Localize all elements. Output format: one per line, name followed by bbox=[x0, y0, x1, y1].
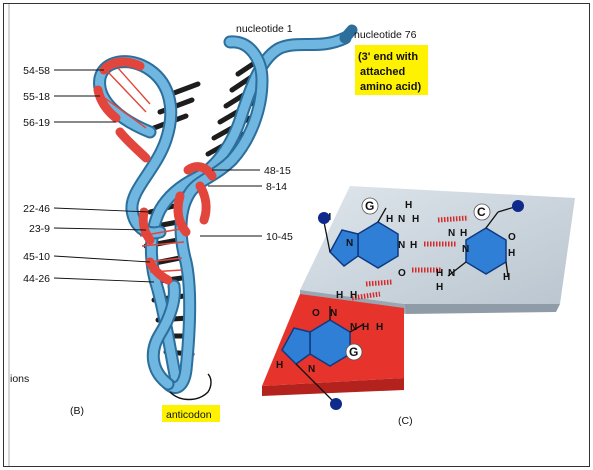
margin-text-fragment: ions bbox=[10, 373, 29, 385]
pair-label-55-18: 55-18 bbox=[23, 91, 50, 103]
pair-label-8-14: 8-14 bbox=[266, 181, 287, 193]
pair-label-44-26: 44-26 bbox=[23, 273, 50, 285]
svg-text:H: H bbox=[412, 214, 419, 225]
svg-text:N: N bbox=[398, 214, 405, 225]
pair-label-54-58: 54-58 bbox=[23, 65, 50, 77]
bond-lines bbox=[295, 205, 519, 403]
sugar-atom-top-right bbox=[512, 200, 524, 212]
pair-label-45-10: 45-10 bbox=[23, 251, 50, 263]
svg-text:N: N bbox=[448, 228, 455, 239]
tertiary-links bbox=[101, 67, 187, 273]
anticodon-label: anticodon bbox=[166, 409, 212, 421]
svg-text:H: H bbox=[386, 214, 393, 225]
pair-label-56-19: 56-19 bbox=[23, 117, 50, 129]
amino-acid-note-line3: amino acid) bbox=[360, 81, 421, 93]
base-triple: H N H H N H N O N H H N H N H H O H H H … bbox=[262, 186, 575, 410]
pair-label-22-46: 22-46 bbox=[23, 203, 50, 215]
svg-text:H: H bbox=[503, 272, 510, 283]
svg-text:H: H bbox=[362, 322, 369, 333]
svg-text:H: H bbox=[276, 360, 283, 371]
svg-text:N: N bbox=[398, 240, 405, 251]
pair-label-23-9: 23-9 bbox=[29, 223, 50, 235]
svg-text:H: H bbox=[436, 282, 443, 293]
sugar-atom-top-left bbox=[318, 212, 330, 224]
svg-text:N: N bbox=[308, 364, 315, 375]
pair-label-48-15: 48-15 bbox=[264, 165, 291, 177]
svg-text:H: H bbox=[405, 200, 412, 211]
svg-text:H: H bbox=[350, 290, 357, 301]
guanine-top bbox=[329, 221, 399, 269]
label-nucleotide-76: nucleotide 76 bbox=[354, 29, 417, 41]
pair-label-10-45: 10-45 bbox=[266, 231, 293, 243]
trna-structure bbox=[93, 24, 358, 401]
amino-acid-note-line1: (3' end with bbox=[358, 51, 418, 63]
svg-text:N: N bbox=[346, 238, 353, 249]
guanine-bottom bbox=[281, 319, 351, 367]
tertiary-segments bbox=[93, 57, 217, 285]
svg-text:N: N bbox=[448, 268, 455, 279]
svg-text:H: H bbox=[460, 228, 467, 239]
base-letter-g-bottom: G bbox=[349, 345, 358, 359]
anticodon-bracket bbox=[169, 373, 212, 401]
svg-text:H: H bbox=[436, 268, 443, 279]
amino-acid-note-bg bbox=[355, 45, 428, 95]
sugar-atom-bottom bbox=[330, 398, 342, 410]
svg-text:H: H bbox=[508, 248, 515, 259]
svg-text:H: H bbox=[336, 290, 343, 301]
anticodon-label-bg bbox=[162, 405, 220, 422]
hydrogen-bonds bbox=[351, 215, 469, 301]
svg-text:H: H bbox=[410, 240, 417, 251]
figure-border bbox=[3, 3, 590, 467]
svg-text:N: N bbox=[330, 308, 337, 319]
amino-acid-note-line2: attached bbox=[360, 66, 405, 78]
base-letter-g-top: G bbox=[365, 199, 374, 213]
panel-label-c: (C) bbox=[398, 415, 413, 427]
label-nucleotide-1: nucleotide 1 bbox=[236, 23, 293, 35]
right-label-leaders bbox=[200, 169, 262, 237]
svg-text:O: O bbox=[508, 232, 516, 243]
svg-text:N: N bbox=[462, 244, 469, 255]
svg-text:O: O bbox=[312, 308, 320, 319]
panel-label-b: (B) bbox=[70, 405, 84, 417]
base-letter-c: C bbox=[477, 205, 486, 219]
svg-text:N: N bbox=[350, 322, 357, 333]
svg-text:H: H bbox=[376, 322, 383, 333]
svg-text:O: O bbox=[398, 268, 406, 279]
left-label-leaders bbox=[53, 69, 155, 283]
